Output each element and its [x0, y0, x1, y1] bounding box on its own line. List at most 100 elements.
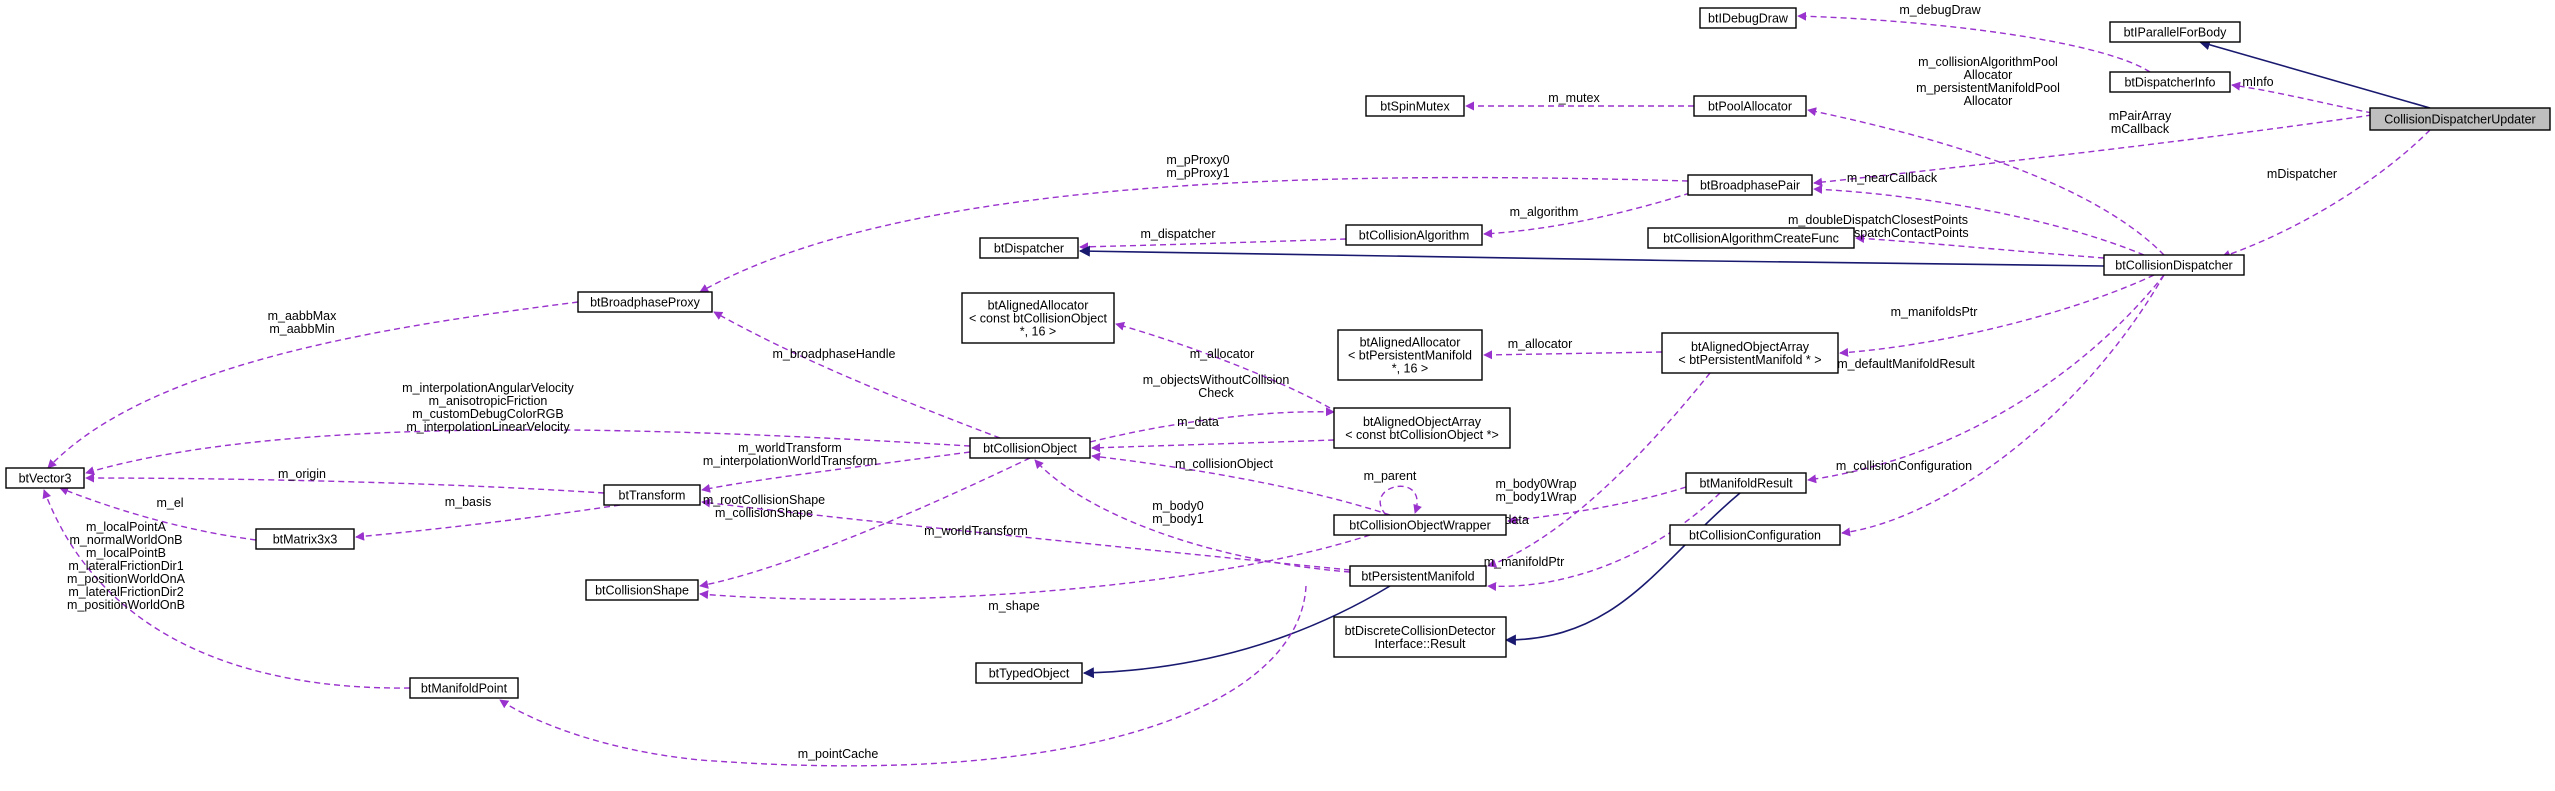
- association-edge-e-pointcache: [499, 585, 1307, 767]
- association-edge-e-manptr: [1839, 274, 2155, 357]
- class-node-manres[interactable]: btManifoldResult: [1685, 472, 1807, 494]
- edge-label-e-bphandle: m_broadphaseHandle: [772, 347, 895, 361]
- class-node-updater[interactable]: CollisionDispatcherUpdater: [2369, 107, 2551, 131]
- association-edge-e-cacf: [1855, 234, 2105, 259]
- class-node-bproxy[interactable]: btBroadphaseProxy: [577, 291, 713, 313]
- edge-label-e-data-co: m_data: [1177, 415, 1219, 429]
- class-node-transform[interactable]: btTransform: [603, 484, 701, 506]
- inheritance-edge-e-inherit-typed: [1082, 585, 1391, 679]
- edge-label-e-allocator2: m_allocator: [1508, 337, 1573, 351]
- association-edge-e-data-co: [1091, 439, 1335, 453]
- class-node-label: btManifoldResult: [1699, 477, 1793, 491]
- edge-label-e-mutex: m_mutex: [1548, 91, 1600, 105]
- class-node-alignalloc1[interactable]: btAlignedAllocator< const btCollisionObj…: [961, 292, 1115, 344]
- association-edge-e-allocator1: [1115, 321, 1331, 409]
- class-node-label: btMatrix3x3: [273, 533, 338, 547]
- class-node-bpair[interactable]: btBroadphasePair: [1687, 174, 1813, 196]
- association-edge-e-basis: [355, 504, 621, 541]
- association-edge-e-rootshape: [699, 457, 1031, 589]
- class-node-label: btCollisionObject: [983, 442, 1077, 456]
- association-edge-e-mdispatcher: [2221, 129, 2431, 259]
- class-node-cobjwrap[interactable]: btCollisionObjectWrapper: [1333, 514, 1507, 536]
- class-node-dispinfo[interactable]: btDispatcherInfo: [2109, 71, 2231, 93]
- class-node-label: btCollisionObjectWrapper: [1349, 519, 1491, 533]
- class-node-label: btPoolAllocator: [1708, 100, 1792, 114]
- class-node-label: btPersistentManifold: [1361, 570, 1474, 584]
- class-node-label: btSpinMutex: [1380, 100, 1450, 114]
- class-node-box: [1333, 407, 1511, 449]
- edge-label-e-algorithm: m_algorithm: [1510, 205, 1579, 219]
- edge-label-e-pointcache: m_pointCache: [798, 747, 879, 761]
- class-node-box: [1687, 174, 1813, 196]
- class-node-box: [1365, 95, 1465, 117]
- class-node-label: btAlignedObjectArray< const btCollisionO…: [1345, 415, 1499, 442]
- class-node-cshape[interactable]: btCollisionShape: [585, 579, 699, 601]
- class-node-spinmutex[interactable]: btSpinMutex: [1365, 95, 1465, 117]
- class-node-cconfig[interactable]: btCollisionConfiguration: [1669, 524, 1841, 546]
- class-node-box: [975, 662, 1083, 684]
- class-node-box: [1661, 332, 1839, 374]
- class-node-calgo[interactable]: btCollisionAlgorithm: [1345, 224, 1483, 246]
- association-edge-e-shape: [699, 534, 1371, 601]
- edge-label-e-minfo: mInfo: [2242, 75, 2273, 89]
- class-node-dispatcher[interactable]: btDispatcher: [979, 237, 1079, 259]
- class-node-poolalloc[interactable]: btPoolAllocator: [1693, 95, 1807, 117]
- class-node-box: [1337, 329, 1483, 381]
- class-node-box: [1333, 514, 1507, 536]
- association-edge-e-el: [59, 486, 257, 541]
- association-edge-e-debugdraw: [1797, 11, 2151, 73]
- class-node-typed[interactable]: btTypedObject: [975, 662, 1083, 684]
- class-node-alignalloc2[interactable]: btAlignedAllocator< btPersistentManifold…: [1337, 329, 1483, 381]
- edge-label-e-calgo-disp: m_dispatcher: [1140, 227, 1215, 241]
- association-edge-e-parent: [1379, 485, 1422, 516]
- class-node-box: [1685, 472, 1807, 494]
- class-node-parallel[interactable]: btIParallelForBody: [2109, 21, 2241, 43]
- edge-label-e-nearcb: m_nearCallback: [1847, 171, 1938, 185]
- association-edge-e-data-pm: [1487, 372, 1711, 568]
- association-edge-e-nearcb: [1813, 184, 2145, 256]
- class-node-matrix[interactable]: btMatrix3x3: [255, 528, 355, 550]
- class-node-cobj[interactable]: btCollisionObject: [969, 437, 1091, 459]
- association-edge-e-body: [1034, 459, 1351, 573]
- class-node-mpoint[interactable]: btManifoldPoint: [409, 677, 519, 699]
- edge-label-e-manptr: m_manifoldsPtr: [1891, 305, 1978, 319]
- class-node-box: [1349, 565, 1487, 587]
- class-node-label: btAlignedObjectArray< btPersistentManifo…: [1678, 340, 1821, 367]
- edge-label-e-worldtf2: m_worldTransform: [924, 524, 1028, 538]
- class-node-cacf[interactable]: btCollisionAlgorithmCreateFunc: [1647, 227, 1855, 249]
- class-node-aoa-pm[interactable]: btAlignedObjectArray< btPersistentManifo…: [1661, 332, 1839, 374]
- edge-label-e-mdispatcher: mDispatcher: [2267, 167, 2337, 181]
- class-node-box: [1699, 7, 1797, 29]
- class-node-pmanifold[interactable]: btPersistentManifold: [1349, 565, 1487, 587]
- association-edge-e-bodywrap: [1507, 486, 1687, 525]
- class-node-box: [577, 291, 713, 313]
- class-node-label: btCollisionDispatcher: [2115, 259, 2232, 273]
- association-edge-e-mpair: [1813, 114, 2373, 187]
- class-node-cdisp[interactable]: btCollisionDispatcher: [2103, 254, 2245, 276]
- association-edge-e-worldtf: [701, 451, 971, 493]
- class-node-label: btManifoldPoint: [421, 682, 508, 696]
- class-node-label: btCollisionShape: [595, 584, 689, 598]
- class-node-aoa-co[interactable]: btAlignedObjectArray< const btCollisionO…: [1333, 407, 1511, 449]
- class-node-vector3[interactable]: btVector3: [5, 467, 85, 489]
- class-node-label: btAlignedAllocator< btPersistentManifold…: [1348, 336, 1472, 376]
- association-edge-e-allocator2: [1483, 350, 1663, 360]
- class-node-box: [2103, 254, 2245, 276]
- association-edge-e-interp: [85, 429, 971, 476]
- class-node-debugdraw[interactable]: btIDebugDraw: [1699, 7, 1797, 29]
- class-node-label: btDispatcher: [994, 242, 1064, 256]
- edge-label-e-defres: m_defaultManifoldResult: [1837, 357, 1975, 371]
- class-node-box: [5, 467, 85, 489]
